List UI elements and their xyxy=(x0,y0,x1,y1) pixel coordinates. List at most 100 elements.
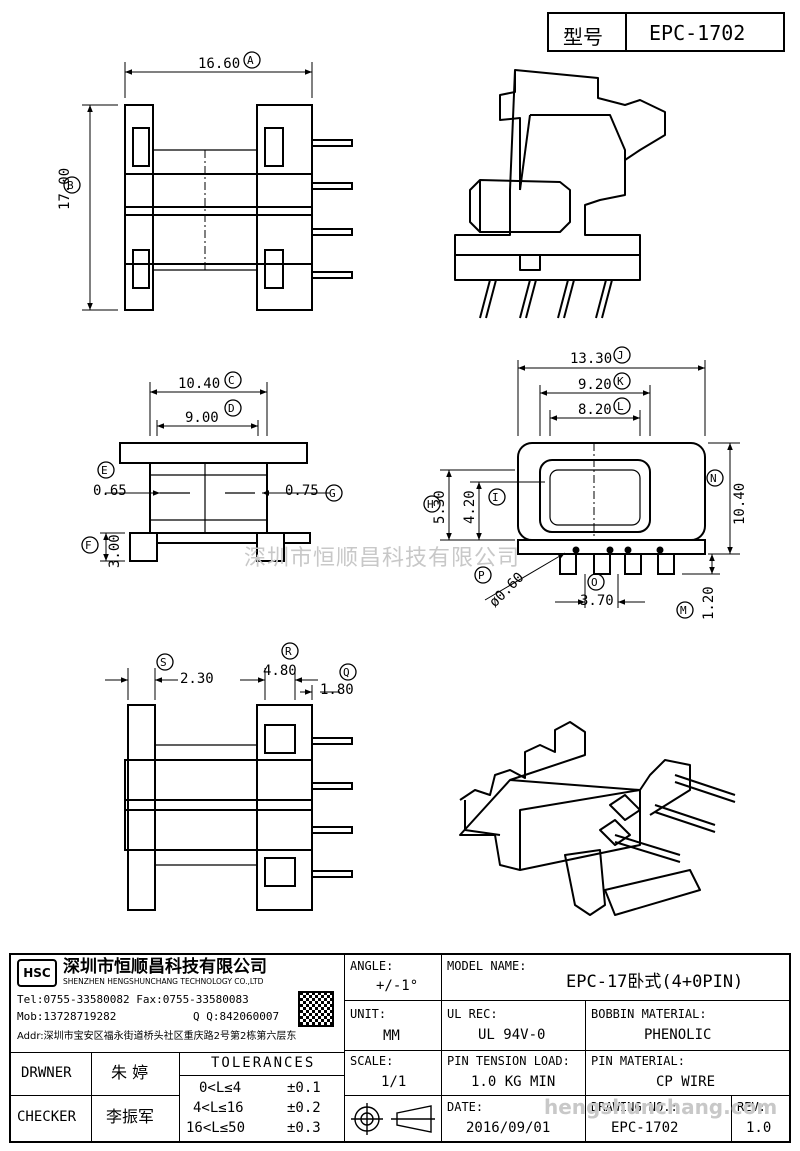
tb-divider-4 xyxy=(731,1095,732,1141)
front-view xyxy=(119,442,311,562)
callout-circles xyxy=(63,51,724,681)
tolerance-2-value: ±0.2 xyxy=(287,1100,321,1116)
dim-h-letter: H xyxy=(427,498,434,511)
dim-s-letter: S xyxy=(160,656,167,669)
dim-g-value: 0.75 xyxy=(285,483,319,499)
side-view xyxy=(517,442,706,575)
model-label: 型号 xyxy=(563,25,603,49)
dim-q-value: 1.80 xyxy=(320,682,354,698)
pin-material-value: CP WIRE xyxy=(656,1074,716,1090)
dim-e-value: 0.65 xyxy=(93,483,127,499)
dim-s-value: 2.30 xyxy=(180,671,214,687)
dim-m-value: 1.20 xyxy=(701,586,717,620)
tolerances-label: TOLERANCES xyxy=(211,1055,316,1071)
drawer-label: DRWNER xyxy=(21,1065,72,1081)
dim-k-letter: K xyxy=(617,375,624,388)
dim-f-value: 3.00 xyxy=(107,534,123,568)
dim-r-letter: R xyxy=(285,645,292,658)
tb-divider-3 xyxy=(585,1000,586,1141)
dim-d-letter: D xyxy=(228,402,235,415)
company-logo: HSC xyxy=(17,959,57,987)
dim-j-value: 13.30 xyxy=(570,351,613,367)
dim-l-value: 8.20 xyxy=(578,402,612,418)
date-value: 2016/09/01 xyxy=(466,1120,551,1136)
dim-a-value: 16.60 xyxy=(198,56,241,72)
isometric-view-top xyxy=(454,69,666,319)
company-name-cn: 深圳市恒顺昌科技有限公司 xyxy=(63,957,267,977)
company-name-en: SHENZHEN HENGSHUNCHANG TECHNOLOGY CO.,LT… xyxy=(63,977,264,986)
ul-rec-label: UL REC: xyxy=(447,1007,498,1021)
angle-label: ANGLE: xyxy=(350,959,394,973)
side-view-dimensions xyxy=(440,360,740,608)
tb-divider-6 xyxy=(179,1052,180,1141)
dim-e-letter: E xyxy=(101,464,108,477)
tolerance-2-range: 4<L≤16 xyxy=(193,1100,244,1116)
dim-g-letter: G xyxy=(329,487,336,500)
company-qq: Q Q:842060007 xyxy=(193,1010,280,1023)
unit-label: UNIT: xyxy=(350,1007,387,1021)
bobbin-material-value: PHENOLIC xyxy=(644,1027,712,1043)
pin-tension-value: 1.0 KG MIN xyxy=(471,1074,556,1090)
ul-rec-value: UL 94V-0 xyxy=(478,1027,546,1043)
top-view-dimensions xyxy=(82,62,313,311)
dim-i-value: 4.20 xyxy=(462,490,478,524)
isometric-view-bottom xyxy=(459,721,736,916)
tb-hline-2 xyxy=(11,1095,179,1096)
rev-label: REV: xyxy=(737,1100,766,1114)
dim-k-value: 9.20 xyxy=(578,377,612,393)
dim-r-value: 4.80 xyxy=(263,663,297,679)
pin-material-label: PIN MATERIAL: xyxy=(591,1054,685,1068)
dim-i-letter: I xyxy=(492,491,499,504)
logo-text: HSC xyxy=(23,966,51,980)
technical-drawing xyxy=(63,51,740,916)
model-value: EPC-1702 xyxy=(649,21,746,45)
company-address: Addr:深圳市宝安区福永街道桥头社区重庆路2号第2栋第六层东 xyxy=(17,1031,297,1042)
front-view-dimensions xyxy=(100,382,330,562)
tb-divider-2 xyxy=(441,955,442,1141)
bobbin-material-label: BOBBIN MATERIAL: xyxy=(591,1007,707,1021)
dim-l-letter: L xyxy=(617,400,624,413)
scale-value: 1/1 xyxy=(381,1074,407,1090)
tb-hline-3 xyxy=(179,1075,344,1076)
date-label: DATE: xyxy=(447,1100,484,1114)
dim-b-value: 17.00 xyxy=(57,167,73,210)
model-name-label: MODEL NAME: xyxy=(447,959,527,973)
dimension-labels: A 16.60 B 17.00 C 10.40 D 9.00 E 0.65 G … xyxy=(57,54,748,698)
tolerance-1-value: ±0.1 xyxy=(287,1080,321,1096)
dim-p-value: ø0.60 xyxy=(486,569,528,611)
tb-divider-1 xyxy=(344,955,345,1141)
drawer-value: 朱 婷 xyxy=(111,1063,149,1082)
dim-m-letter: M xyxy=(680,604,687,617)
dim-d-value: 9.00 xyxy=(185,410,219,426)
angle-value: +/-1° xyxy=(376,978,419,994)
company-mob: Mob:13728719282 xyxy=(17,1010,117,1023)
dim-j-letter: J xyxy=(617,349,624,362)
dim-c-letter: C xyxy=(228,374,235,387)
pin-tension-label: PIN TENSION LOAD: xyxy=(447,1054,570,1068)
model-number-box: 型号 EPC-1702 xyxy=(547,12,785,52)
dim-o-letter: O xyxy=(591,576,598,589)
dim-n-letter: N xyxy=(710,472,717,485)
drawing-no-value: EPC-1702 xyxy=(611,1120,679,1136)
tolerance-3-value: ±0.3 xyxy=(287,1120,321,1136)
tolerance-1-range: 0<L≤4 xyxy=(199,1080,242,1096)
dim-n-value: 10.40 xyxy=(732,482,748,525)
title-block: HSC 深圳市恒顺昌科技有限公司 SHENZHEN HENGSHUNCHANG … xyxy=(9,953,791,1143)
dim-c-value: 10.40 xyxy=(178,376,221,392)
bottom-view xyxy=(124,704,353,911)
checker-value: 李振军 xyxy=(106,1107,155,1126)
dim-p-letter: P xyxy=(478,569,485,582)
model-box-divider xyxy=(625,14,627,50)
dim-h-value: 5.30 xyxy=(432,490,448,524)
tb-hline-4 xyxy=(344,1000,791,1001)
top-view xyxy=(124,104,353,311)
dim-q-letter: Q xyxy=(343,666,350,679)
bottom-view-dimensions xyxy=(105,668,340,700)
tb-hline-6 xyxy=(344,1095,791,1096)
dim-b-letter: B xyxy=(67,179,74,192)
checker-label: CHECKER xyxy=(17,1109,77,1125)
company-tel: Tel:0755-33580082 Fax:0755-33580083 xyxy=(17,993,249,1006)
scale-label: SCALE: xyxy=(350,1054,394,1068)
qr-code-icon xyxy=(298,991,334,1027)
unit-value: MM xyxy=(383,1028,400,1044)
